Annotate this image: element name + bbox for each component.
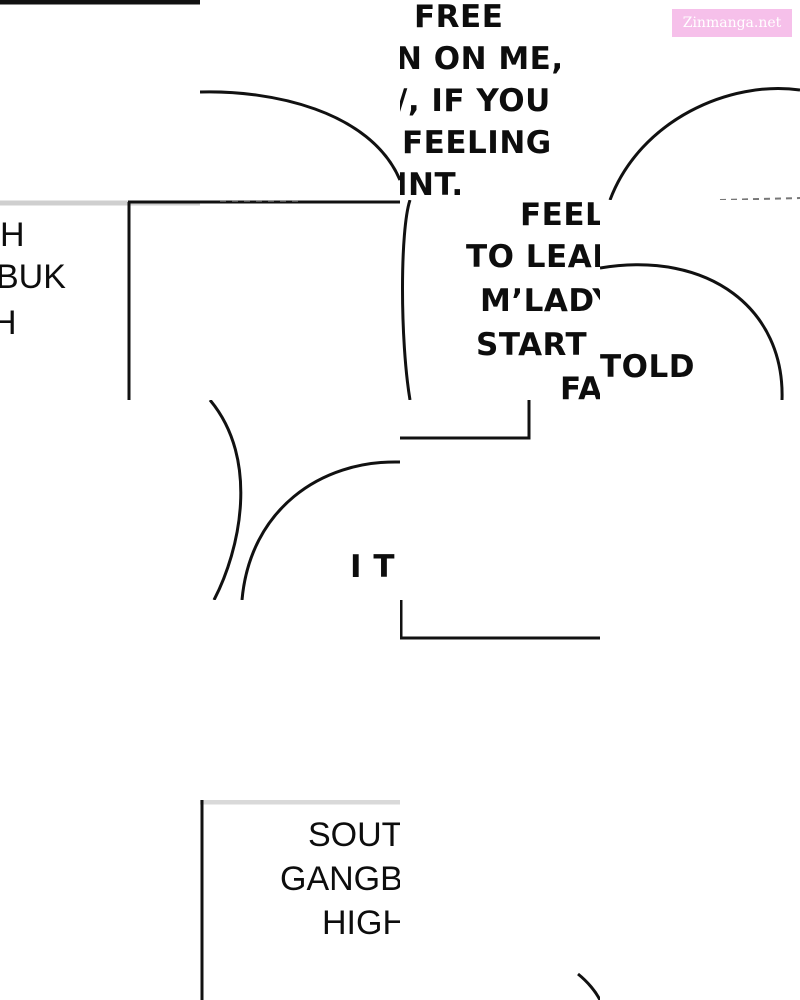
caption-line: GANGB <box>280 860 400 898</box>
speech-line: FA <box>560 371 600 401</box>
panel-fragment <box>0 400 200 600</box>
speech-line: TOLD <box>600 349 695 385</box>
panel-fragment <box>400 600 600 800</box>
panel-fragment <box>200 600 400 800</box>
speech-bubble-fragment: FEEL TO LEAI M’LADY START FA <box>400 200 600 400</box>
caption-box-fragment: H BUK H <box>0 200 200 400</box>
panel-fragment <box>200 200 400 400</box>
speech-bubble-outline <box>600 263 784 400</box>
caption-line: H <box>0 216 25 254</box>
panel-border <box>200 200 400 204</box>
speech-line: INT. <box>400 167 464 201</box>
caption-line: BUK <box>0 258 66 296</box>
speech-line: M’LADY <box>480 283 600 319</box>
panel-fragment <box>600 600 800 800</box>
speech-bubble-fragment <box>200 0 400 200</box>
speech-line: I T <box>350 549 395 585</box>
speech-line: /, IF YOU <box>400 83 551 119</box>
speech-bubble-fragment: TOLD <box>600 200 800 400</box>
panel-fragment <box>400 800 600 1000</box>
panel-fragment <box>400 400 600 600</box>
panel-fragment <box>0 0 200 200</box>
caption-line: H <box>0 304 17 342</box>
speech-bubble-fragment: I T <box>200 400 400 600</box>
panel-fragment <box>600 400 800 600</box>
speech-bubble-outline <box>200 90 400 181</box>
panel-border <box>400 600 600 640</box>
panel-fragment <box>0 600 200 800</box>
panel-border <box>0 0 200 5</box>
speech-bubble-outline <box>577 972 600 1000</box>
panel-fragment <box>600 800 800 1000</box>
caption-line: HIGH <box>322 904 400 942</box>
speech-line: START <box>476 327 588 363</box>
panel-border <box>400 400 531 440</box>
speech-bubble-outline <box>208 400 400 600</box>
speech-bubble-outline <box>608 87 800 200</box>
speech-line: TO LEAI <box>466 239 600 275</box>
caption-box-fragment: SOUT GANGB HIGH <box>200 800 400 1000</box>
speech-bubble-fragment: FREE N ON ME, /, IF YOU FEELING INT. <box>400 0 600 200</box>
speech-bubble-outline <box>401 200 412 400</box>
speech-line: FREE <box>414 0 504 35</box>
site-watermark: Zinmanga.net <box>672 9 792 37</box>
speech-line: FEELING <box>402 125 552 161</box>
speech-line: FEEL <box>520 200 600 233</box>
caption-box-border <box>0 200 200 400</box>
panel-fragment <box>0 800 200 1000</box>
speech-line: N ON ME, <box>400 41 564 77</box>
caption-line: SOUT <box>308 816 400 854</box>
caption-box-border <box>200 800 400 1000</box>
